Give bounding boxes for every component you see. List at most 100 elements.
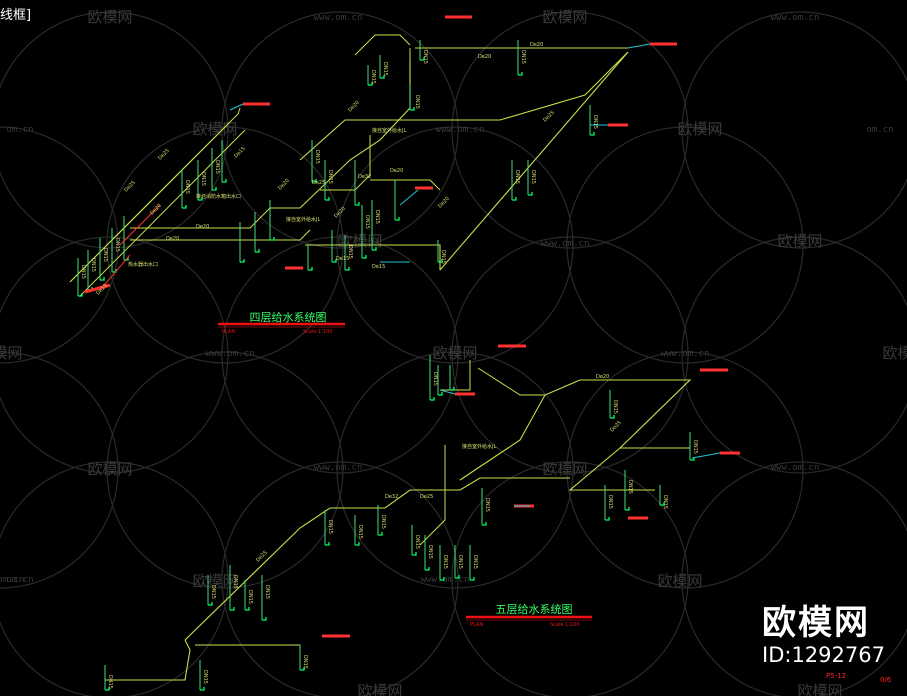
fixture-size-label: DN15	[114, 238, 120, 252]
watermark-circle	[106, 351, 344, 589]
watermark-text-cn: 欧模网	[777, 232, 822, 250]
fixture-valve	[332, 259, 337, 263]
main-pipe-4f-top	[299, 51, 629, 161]
riser-5f-center	[419, 445, 446, 546]
fixture-valve	[240, 259, 245, 263]
annotation-heater: 热水器出水口	[128, 261, 158, 268]
fixture-size-label: DN15	[472, 555, 478, 569]
watermark-circle	[681, 11, 907, 249]
watermark-text-cn: 欧模网	[357, 682, 402, 696]
fixture-size-label: DN15	[102, 248, 108, 262]
diagram-title-text-5f: 五层给水系统图	[496, 603, 573, 616]
pipe-size-label: De20	[390, 168, 403, 174]
watermark-text-cn: 欧模网	[0, 344, 23, 362]
fixture-valve	[355, 202, 360, 206]
main-pipe-4f-topleft	[354, 34, 411, 56]
pipe-cyan	[399, 189, 419, 206]
fixture-size-label: DN15	[347, 245, 353, 259]
pipe-size-label: De20	[277, 178, 291, 192]
watermark-text-cn: 欧模网	[542, 8, 587, 26]
fixture-valve	[660, 502, 665, 506]
pipe-size-label: De32	[358, 174, 371, 180]
watermark-text-short: om.cn	[6, 575, 33, 585]
watermark-text-url: www.om.cn	[771, 13, 820, 23]
fixture-valve	[482, 522, 487, 526]
fixture-size-label: DN15	[314, 150, 320, 164]
watermark-text-cn: 欧模网	[192, 572, 237, 590]
fixture-size-label: DN15	[327, 520, 333, 534]
fixture-size-label: DN15	[442, 555, 448, 569]
fixture-valve	[325, 197, 330, 201]
diagram-title-4f: 四层给水系统图 PLAN Scale 1:100	[218, 311, 345, 335]
fixture-valve	[395, 217, 400, 221]
fixture-valve	[222, 179, 227, 183]
fixture-size-label: DN15	[90, 258, 96, 272]
pipe-cyan	[627, 43, 651, 49]
fixture-valve	[312, 179, 317, 183]
fixture-valve	[610, 415, 615, 419]
fixture-size-label: DN15	[264, 585, 270, 599]
watermark-text-cn: 欧模网	[542, 460, 587, 478]
annotation-layer: 接自室外给水JL 接自室外给水JL 接自消防水箱出水口 热水器出水口 接自室外给…	[128, 127, 496, 450]
main-pipe-4f-loop	[320, 135, 371, 191]
sheet-page: 0/6	[880, 676, 892, 684]
fixture-size-label: DN15	[214, 160, 220, 174]
brand-name: 欧模网	[762, 603, 870, 643]
fixture-size-label: DN15	[200, 172, 206, 186]
plan-label-5f: PLAN	[470, 622, 483, 628]
annotation-riser-a: 接自室外给水JL	[372, 127, 406, 134]
fixture-size-label: DN15	[202, 670, 208, 684]
watermark-text-url: www.om.cn	[314, 13, 363, 23]
fixture-valve	[230, 607, 235, 611]
corner-label: 线框]	[0, 8, 32, 23]
annotation-pump: 接自消防水箱出水口	[196, 193, 241, 200]
fixture-size-label: DN15	[80, 265, 86, 279]
fixture-size-label: DN15	[592, 115, 598, 129]
fixture-valve	[590, 132, 595, 136]
fixture-valve	[300, 667, 305, 671]
annotation-riser-b: 接自室外给水JL	[286, 216, 320, 223]
fixture-size-label: DN15	[427, 545, 433, 559]
pipe-size-label: De20	[478, 54, 491, 60]
fixture-size-label: DN15	[612, 400, 618, 414]
fixture-size-label: DN15	[374, 210, 380, 224]
fixture-size-label: DN15	[607, 495, 613, 509]
main-pipe-5f-bottom	[105, 639, 191, 681]
watermark-text-url: www.om.cn	[436, 125, 485, 135]
main-pipe-5f-topbox	[440, 360, 471, 391]
fixture-valve	[380, 75, 385, 79]
main-pipe-4f-branch	[370, 179, 441, 191]
pipe-size-label: De15	[372, 264, 385, 270]
main-pipe-4f-diagonal	[439, 51, 629, 271]
pipe-cyan	[691, 452, 721, 459]
pipe-size-label: De25	[609, 420, 623, 434]
fixture-valve	[605, 517, 610, 521]
fixture-size-label: DN15	[327, 170, 333, 184]
fixture-size-label: DN15	[210, 585, 216, 599]
fixture-size-label: DN15	[364, 215, 370, 229]
watermark-text-url: www.om.cn	[541, 239, 590, 249]
main-pipe-4f-bottom	[305, 244, 441, 270]
fixture-size-label: DN15	[432, 372, 438, 386]
watermark-text-url: www.om.cn	[314, 463, 363, 473]
fixture-valve	[198, 197, 203, 201]
watermark-text-url: www.om.cn	[206, 349, 255, 359]
fixture-valve	[362, 255, 367, 259]
scale-label-5f: Scale 1:100	[550, 622, 579, 628]
pipe-size-label: De32	[385, 494, 398, 500]
fixture-size-label: DN15	[302, 655, 308, 669]
fixture-valve	[412, 552, 417, 556]
fixture-valve	[372, 247, 377, 251]
watermark-circle	[221, 236, 459, 474]
main-pipe-4f-riser	[229, 107, 241, 123]
fixture-size-label: DN15	[520, 50, 526, 64]
watermark-text-cn: 欧模网	[882, 344, 907, 362]
pipe-tag-red	[84, 283, 111, 294]
fixture-valve	[420, 57, 425, 61]
fixture-valve	[528, 192, 533, 196]
fixture-size-label: DN15	[422, 50, 428, 64]
pipe-red-diagonal	[119, 204, 161, 246]
fixture-valve	[440, 577, 445, 581]
fixture-size-label: DN15	[414, 535, 420, 549]
